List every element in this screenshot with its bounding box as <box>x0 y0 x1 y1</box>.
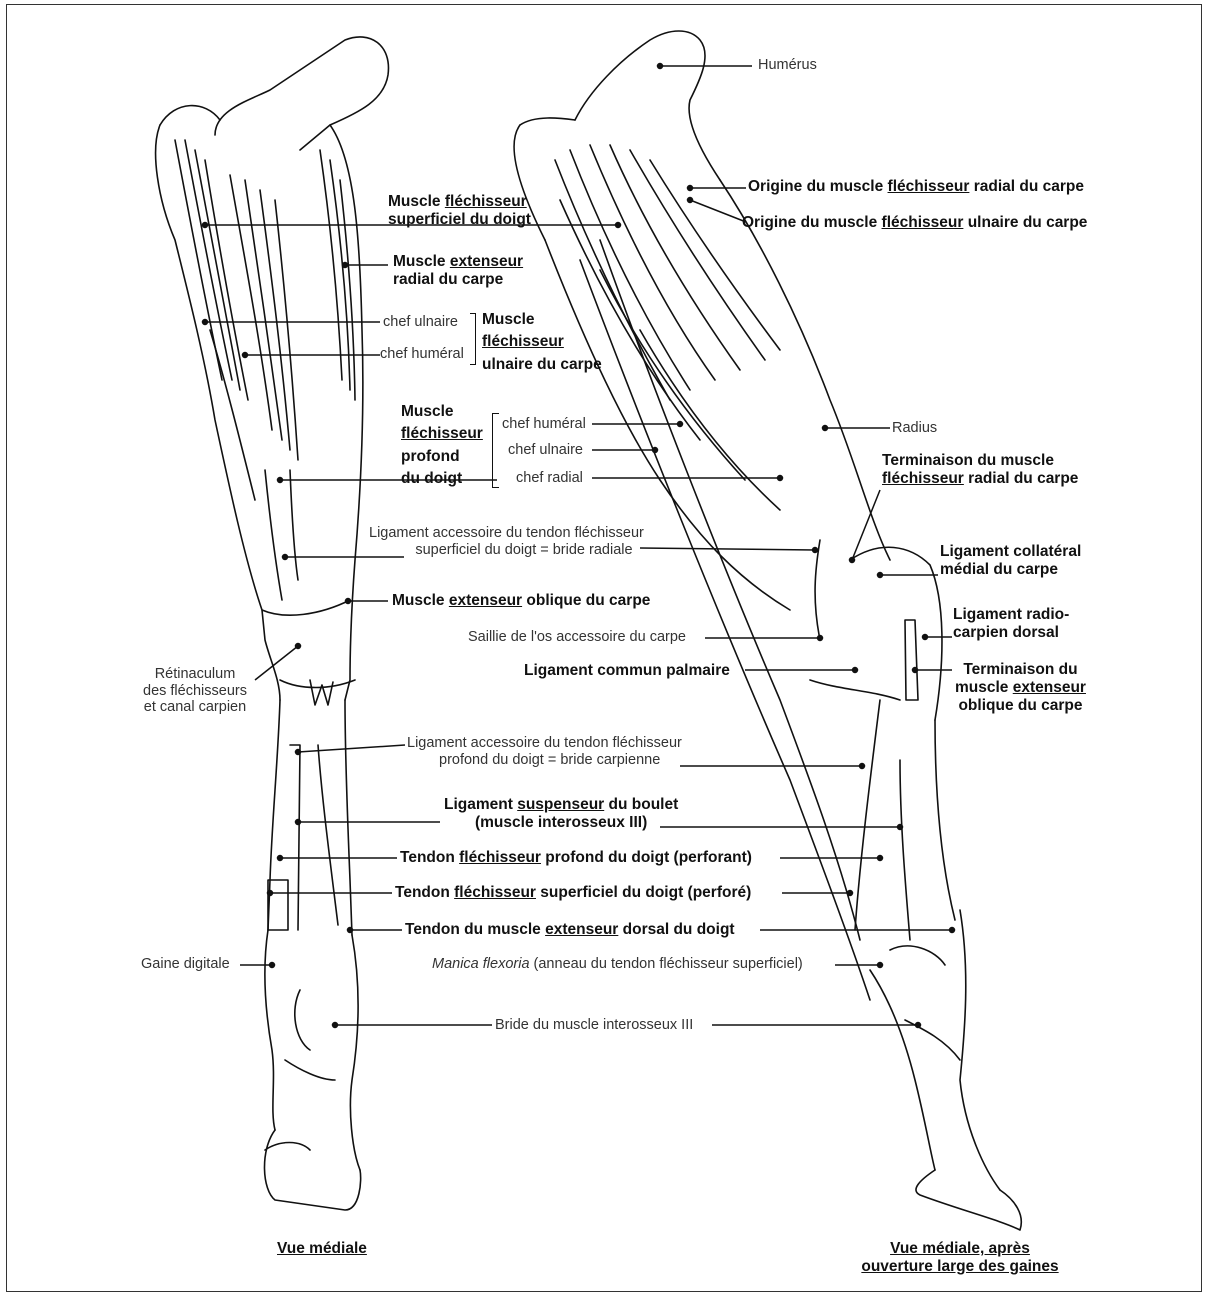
right-fetlock <box>870 970 935 1170</box>
label-tendon-flechisseur-profond: Tendon fléchisseur profond du doigt (per… <box>400 849 752 867</box>
label-humerus: Humérus <box>758 57 817 74</box>
label-ligament-commun-palmaire: Ligament commun palmaire <box>524 662 730 680</box>
label-ligament-radio-carpien: Ligament radio-carpien dorsal <box>953 606 1069 642</box>
right-carpus <box>850 547 942 720</box>
left-humerus-head <box>215 37 388 150</box>
label-fpd-chef-ulnaire: chef ulnaire <box>508 442 583 459</box>
right-cannon <box>855 700 880 930</box>
bracket-fpd <box>492 413 499 488</box>
label-origine-flechisseur-radial: Origine du muscle fléchisseur radial du … <box>748 178 1084 196</box>
label-tendon-flechisseur-superficiel: Tendon fléchisseur superficiel du doigt … <box>395 884 751 902</box>
label-chef-ulnaire: chef ulnaire <box>383 314 458 331</box>
bracket-fuc <box>470 313 476 365</box>
right-hoof <box>916 1170 1021 1230</box>
label-tendon-extenseur-dorsal: Tendon du muscle extenseur dorsal du doi… <box>405 921 735 939</box>
label-muscle-extenseur-oblique: Muscle extenseur oblique du carpe <box>392 592 650 610</box>
left-carpus <box>262 600 350 615</box>
label-gaine-digitale: Gaine digitale <box>141 956 230 973</box>
right-humerus <box>575 31 720 180</box>
label-fpd-chef-radial: chef radial <box>516 470 583 487</box>
label-ligament-accessoire-profond: Ligament accessoire du tendon fléchisseu… <box>407 735 682 768</box>
label-chef-humeral: chef huméral <box>380 346 464 363</box>
left-forearm-outline <box>156 125 280 700</box>
left-hoof <box>264 1130 360 1210</box>
caption-left: Vue médiale <box>277 1240 367 1258</box>
label-fpd-chef-humeral: chef huméral <box>502 416 586 433</box>
label-origine-flechisseur-ulnaire: Origine du muscle fléchisseur ulnaire du… <box>742 214 1087 232</box>
label-bride-interosseux: Bride du muscle interosseux III <box>495 1017 693 1034</box>
label-ligament-accessoire-superficiel: Ligament accessoire du tendon fléchisseu… <box>369 525 644 558</box>
label-manica-flexoria: Manica flexoria (anneau du tendon fléchi… <box>432 956 803 973</box>
label-saillie-os-accessoire: Saillie de l'os accessoire du carpe <box>468 629 686 646</box>
label-ligament-suspenseur: Ligament suspenseur du boulet(muscle int… <box>444 796 678 832</box>
left-fetlock <box>265 930 275 1130</box>
left-limb-drawing <box>156 37 389 1210</box>
label-radius: Radius <box>892 420 937 437</box>
